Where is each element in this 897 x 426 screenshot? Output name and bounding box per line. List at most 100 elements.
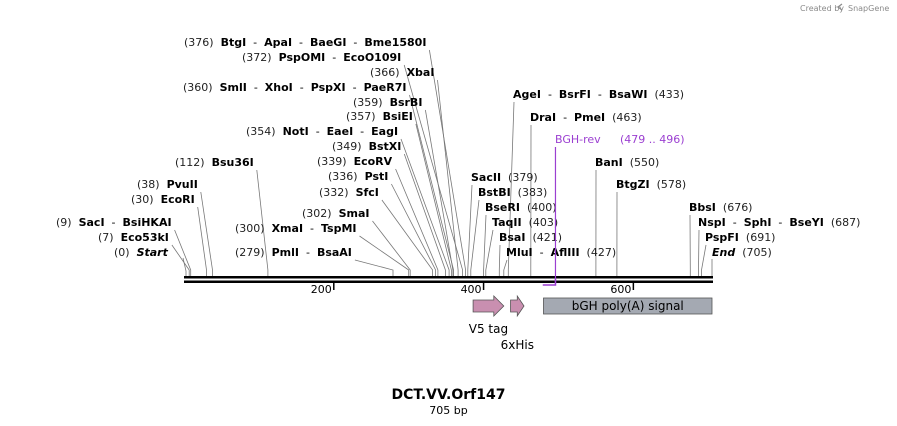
enzyme-label-sfci-group[interactable]: (332) SfcI: [319, 186, 379, 199]
enzyme-label-pspomi-group[interactable]: (372) PspOMI - EcoO109I: [242, 51, 401, 64]
cut-leader-agei-group: [507, 101, 515, 276]
enzyme-name[interactable]: EcoRV: [354, 155, 393, 168]
enzyme-name[interactable]: SacII: [471, 171, 501, 184]
enzyme-label-pvuii-group[interactable]: (38) PvuII: [137, 178, 198, 191]
enzyme-name[interactable]: SmlI: [220, 81, 247, 94]
enzyme-label-noti-group[interactable]: (354) NotI - EaeI - EagI: [246, 125, 398, 138]
enzyme-name[interactable]: BseYI: [789, 216, 823, 229]
enzyme-name[interactable]: BsiHKAI: [123, 216, 172, 229]
enzyme-name[interactable]: PspOMI: [279, 51, 326, 64]
enzyme-label-nspi-group[interactable]: NspI - SphI - BseYI (687): [698, 216, 860, 229]
enzyme-label-text: BseRI (400): [485, 201, 557, 214]
enzyme-label-bsai-group[interactable]: BsaI (421): [499, 231, 562, 244]
enzyme-name[interactable]: BsaI: [499, 231, 525, 244]
feature-bgh-poly-a-signal[interactable]: bGH poly(A) signal: [543, 297, 713, 315]
enzyme-label-saci-group[interactable]: (9) SacI - BsiHKAI: [56, 216, 172, 229]
enzyme-label-taqii-group[interactable]: TaqII (403): [492, 216, 558, 229]
enzyme-name[interactable]: EcoO109I: [343, 51, 401, 64]
enzyme-name[interactable]: PmlI: [272, 246, 299, 259]
enzyme-label-eco53ki-group[interactable]: (7) Eco53kI: [98, 231, 169, 244]
enzyme-name[interactable]: PmeI: [574, 111, 605, 124]
separator: -: [246, 36, 264, 49]
enzyme-name[interactable]: TaqII: [492, 216, 522, 229]
enzyme-name[interactable]: SmaI: [339, 207, 370, 220]
enzyme-name[interactable]: BaeGI: [310, 36, 346, 49]
enzyme-label-bsrbi-group[interactable]: (359) BsrBI: [353, 96, 422, 109]
enzyme-name[interactable]: BstXI: [369, 140, 402, 153]
enzyme-name[interactable]: PspXI: [311, 81, 346, 94]
start-leader: [182, 257, 187, 276]
enzyme-name[interactable]: BsrBI: [390, 96, 423, 109]
snapgene-logo-icon: [837, 3, 843, 11]
enzyme-name[interactable]: PspFI: [705, 231, 739, 244]
enzyme-name[interactable]: EaeI: [327, 125, 354, 138]
enzyme-label-psti-group[interactable]: (336) PstI: [328, 170, 388, 183]
enzyme-label-bsiei-group[interactable]: (357) BsiEI: [346, 110, 413, 123]
enzyme-label-mlui-group[interactable]: MluI - AflIII (427): [506, 246, 616, 259]
enzyme-name[interactable]: BtgI: [221, 36, 247, 49]
enzyme-name[interactable]: ApaI: [264, 36, 292, 49]
cut-leader-bsrbi-group: [425, 109, 454, 276]
enzyme-name[interactable]: BsaAI: [317, 246, 352, 259]
cut-position: (30): [131, 193, 161, 206]
enzyme-name[interactable]: SacI: [79, 216, 105, 229]
feature-6xhis[interactable]: 6xHis: [501, 294, 534, 352]
enzyme-name[interactable]: BseRI: [485, 201, 520, 214]
enzyme-labels: (376) BtgI - ApaI - BaeGI - Bme1580I (372…: [56, 36, 860, 259]
enzyme-name[interactable]: BsiEI: [383, 110, 413, 123]
enzyme-label-xbai-group[interactable]: (366) XbaI: [370, 66, 434, 79]
enzyme-name[interactable]: NotI: [283, 125, 309, 138]
enzyme-name[interactable]: Bsu36I: [212, 156, 254, 169]
enzyme-label-pspfi-group[interactable]: PspFI (691): [705, 231, 775, 244]
enzyme-name[interactable]: XbaI: [407, 66, 435, 79]
enzyme-name[interactable]: BsaWI: [609, 88, 648, 101]
enzyme-name[interactable]: TspMI: [321, 222, 357, 235]
enzyme-label-ecorv-group[interactable]: (339) EcoRV: [317, 155, 393, 168]
enzyme-label-bbsi-group[interactable]: BbsI (676): [689, 201, 752, 214]
enzyme-label-bsu36i-group[interactable]: (112) Bsu36I: [175, 156, 254, 169]
enzyme-name[interactable]: XmaI: [272, 222, 303, 235]
enzyme-label-sacii-group[interactable]: SacII (379): [471, 171, 538, 184]
enzyme-name[interactable]: BstBI: [478, 186, 511, 199]
enzyme-name[interactable]: AgeI: [513, 88, 541, 101]
enzyme-name[interactable]: PstI: [365, 170, 389, 183]
enzyme-label-smai-group[interactable]: (302) SmaI: [302, 207, 369, 220]
enzyme-name[interactable]: EcoRI: [161, 193, 195, 206]
enzyme-label-bseri-group[interactable]: BseRI (400): [485, 201, 557, 214]
enzyme-label-agei-group[interactable]: AgeI - BsrFI - BsaWI (433): [513, 88, 684, 101]
enzyme-label-btgzi-group[interactable]: BtgZI (578): [616, 178, 686, 191]
end-label-text: End (705): [712, 246, 772, 259]
enzyme-name[interactable]: AflIII: [551, 246, 580, 259]
cut-position: (687): [824, 216, 861, 229]
enzyme-name[interactable]: PaeR7I: [364, 81, 407, 94]
enzyme-name[interactable]: DraI: [530, 111, 556, 124]
enzyme-label-bstbi-group[interactable]: BstBI (383): [478, 186, 547, 199]
enzyme-name[interactable]: Bme1580I: [364, 36, 426, 49]
enzyme-name[interactable]: MluI: [506, 246, 533, 259]
enzyme-name[interactable]: SphI: [744, 216, 772, 229]
enzyme-label-drai-group[interactable]: DraI - PmeI (463): [530, 111, 642, 124]
enzyme-label-xmai-group[interactable]: (300) XmaI - TspMI: [235, 222, 357, 235]
enzyme-name[interactable]: NspI: [698, 216, 726, 229]
enzyme-name[interactable]: BtgZI: [616, 178, 650, 191]
primer-bgh-rev[interactable]: BGH-rev (479 .. 496): [542, 133, 685, 286]
enzyme-label-text: (339) EcoRV: [317, 155, 393, 168]
enzyme-label-bstxi-group[interactable]: (349) BstXI: [332, 140, 401, 153]
cut-position: (676): [716, 201, 753, 214]
enzyme-name[interactable]: BbsI: [689, 201, 716, 214]
enzyme-name[interactable]: PvuII: [167, 178, 198, 191]
enzyme-name[interactable]: BanI: [595, 156, 623, 169]
enzyme-name[interactable]: Eco53kI: [121, 231, 169, 244]
feature-v5-tag[interactable]: V5 tag: [469, 295, 508, 336]
enzyme-label-pmli-group[interactable]: (279) PmlI - BsaAI: [235, 246, 352, 259]
enzyme-name[interactable]: BsrFI: [559, 88, 591, 101]
enzyme-label-ecori-group[interactable]: (30) EcoRI: [131, 193, 195, 206]
enzyme-name[interactable]: EagI: [371, 125, 398, 138]
enzyme-label-btgi-group[interactable]: (376) BtgI - ApaI - BaeGI - Bme1580I: [184, 36, 426, 49]
start-name: Start: [137, 246, 169, 259]
enzyme-name[interactable]: XhoI: [265, 81, 293, 94]
enzyme-label-smli-group[interactable]: (360) SmlI - XhoI - PspXI - PaeR7I: [183, 81, 406, 94]
enzyme-label-bani-group[interactable]: BanI (550): [595, 156, 659, 169]
enzyme-name[interactable]: SfcI: [356, 186, 379, 199]
